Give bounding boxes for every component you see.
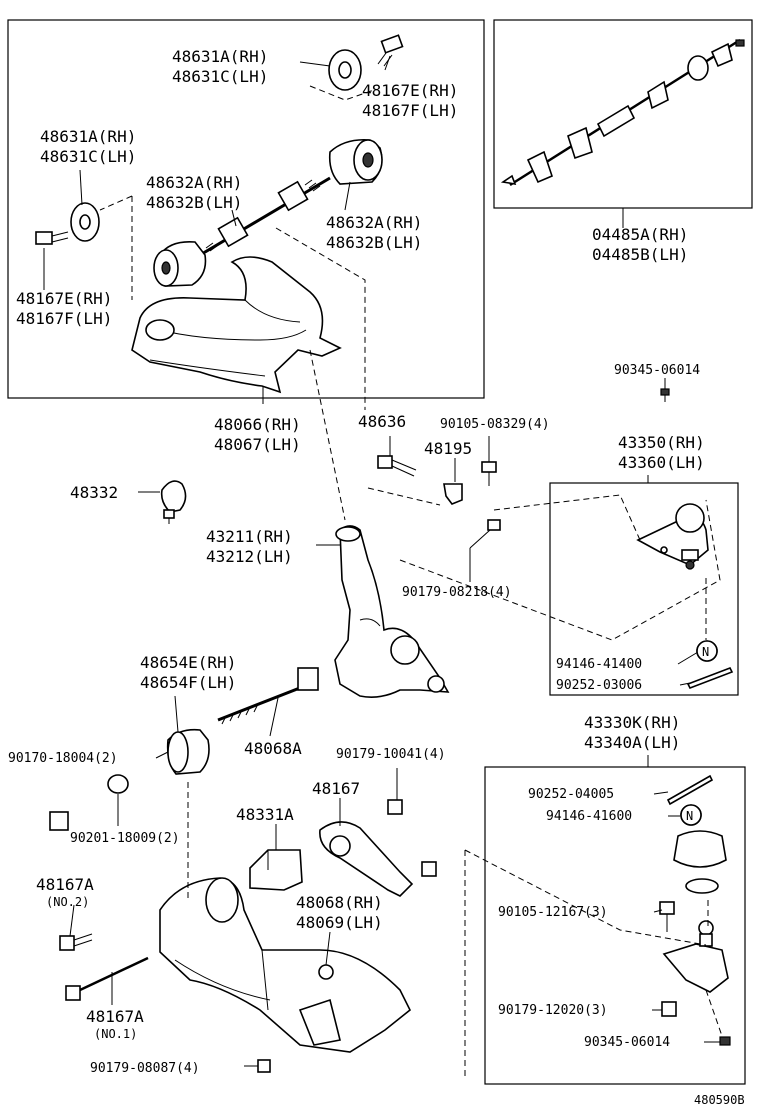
label-90179-10041: 90179-10041(4) — [336, 747, 446, 762]
label-90105-12167: 90105-12167(3) — [498, 905, 608, 920]
label-48631C-lh-top: 48631C(LH) — [172, 67, 268, 86]
label-48636: 48636 — [358, 412, 406, 431]
washer-90201-18009-part — [107, 774, 129, 794]
label-48167F-lh-left: 48167F(LH) — [16, 309, 112, 328]
label-48332: 48332 — [70, 483, 118, 502]
label-90105-08329: 90105-08329(4) — [440, 417, 550, 432]
nut-marker-circle-upper — [696, 640, 718, 662]
figure-code: 480590B — [694, 1093, 745, 1107]
label-90345-06014-top: 90345-06014 — [614, 363, 700, 378]
label-48654F-lh: 48654F(LH) — [140, 673, 236, 692]
label-43211-rh: 43211(RH) — [206, 527, 293, 546]
nut-small-right-part — [421, 861, 437, 877]
plate-48195-part — [443, 483, 463, 505]
cotter-pin-part — [686, 666, 734, 690]
assembly-dashed-lines — [99, 85, 723, 1080]
upper-ball-joint-group-box — [549, 482, 739, 696]
upper-arm-group-box — [7, 19, 485, 399]
label-48631A-rh-left: 48631A(RH) — [40, 127, 136, 146]
label-48167A-no2: 48167A — [36, 875, 94, 894]
lower-arm-bolt-48068A-part — [217, 667, 319, 725]
lower-ball-joint-part — [662, 920, 729, 993]
label-90201-18009: 90201-18009(2) — [70, 831, 180, 846]
label-94146-41400: 94146-41400 — [556, 657, 642, 672]
label-90252-04005: 90252-04005 — [528, 787, 614, 802]
nut-90170-18004-part — [49, 811, 69, 831]
label-94146-41600: 94146-41600 — [546, 809, 632, 824]
bolt-48167A-no2-part — [59, 933, 93, 951]
lower-control-arm-part — [159, 877, 412, 1053]
label-90170-18004: 90170-18004(2) — [8, 751, 118, 766]
upper-bushing-left-part — [153, 240, 207, 287]
upper-arm-shaft-part — [199, 176, 331, 257]
bump-stopper-48331A-part — [249, 849, 303, 891]
label-48195: 48195 — [424, 439, 472, 458]
label-48632A-rh-right: 48632A(RH) — [326, 213, 422, 232]
label-48632A-rh-mid: 48632A(RH) — [146, 173, 242, 192]
label-43340A-lh: 43340A(LH) — [584, 733, 680, 752]
bolt-90345-06014-lower-part — [719, 1036, 731, 1046]
nut-marker-lower: N — [686, 809, 693, 823]
small-bolt-90345-part — [660, 388, 670, 402]
label-no2: (NO.2) — [46, 895, 89, 909]
label-48631C-lh-left: 48631C(LH) — [40, 147, 136, 166]
label-43330K-rh: 43330K(RH) — [584, 713, 680, 732]
upper-bolt-part — [377, 34, 404, 67]
upper-bushing-right-part — [328, 138, 383, 185]
label-48654E-rh: 48654E(RH) — [140, 653, 236, 672]
label-90252-03006: 90252-03006 — [556, 678, 642, 693]
rubber-bound-stopper-part — [160, 480, 187, 524]
label-48167A-no1: 48167A — [86, 1007, 144, 1026]
label-90179-08087: 90179-08087(4) — [90, 1061, 200, 1076]
label-48632B-lh-mid: 48632B(LH) — [146, 193, 242, 212]
upper-ball-joint-part — [636, 503, 709, 570]
label-48631A-rh-top: 48631A(RH) — [172, 47, 268, 66]
bolt-90105-12167-part — [659, 901, 675, 932]
label-48632B-lh-right: 48632B(LH) — [326, 233, 422, 252]
label-48167E-rh-top: 48167E(RH) — [362, 81, 458, 100]
label-90179-12020: 90179-12020(3) — [498, 1003, 608, 1018]
label-48068A: 48068A — [244, 739, 302, 758]
strut-bar-48167-part — [319, 821, 414, 897]
label-48067-lh: 48067(LH) — [214, 435, 301, 454]
steering-knuckle-part — [334, 525, 450, 698]
bolt-48167A-no1-part — [65, 956, 149, 1001]
upper-control-arm-part — [131, 256, 342, 394]
dust-boot-part — [673, 830, 727, 894]
leader-lines — [43, 55, 720, 1067]
label-48167F-lh-top: 48167F(LH) — [362, 101, 458, 120]
left-bolt-part — [35, 231, 69, 245]
nut-marker-circle-lower — [680, 804, 702, 826]
bolt-48636-part — [377, 455, 417, 477]
label-04485A-rh: 04485A(RH) — [592, 225, 688, 244]
label-48066-rh: 48066(RH) — [214, 415, 301, 434]
nut-90179-10041-part — [387, 799, 403, 815]
lower-arm-bushing-part — [166, 728, 210, 775]
label-48069-lh: 48069(LH) — [296, 913, 383, 932]
part-labels: 48631A(RH) 48631C(LH) 48167E(RH) 48167F(… — [8, 47, 745, 1107]
cotter-pin-lower-part — [666, 774, 714, 806]
label-04485B-lh: 04485B(LH) — [592, 245, 688, 264]
nut-90179-08218-part — [487, 519, 501, 531]
drive-shaft-part — [500, 38, 745, 187]
bolt-90105-08329-part — [481, 461, 497, 486]
upper-arm-parts — [35, 34, 404, 394]
label-43212-lh: 43212(LH) — [206, 547, 293, 566]
nut-90179-12020-part — [661, 1001, 677, 1017]
label-48068-rh: 48068(RH) — [296, 893, 383, 912]
nut-marker-upper: N — [702, 645, 709, 659]
label-48167: 48167 — [312, 779, 360, 798]
nut-90179-08087-part — [257, 1059, 271, 1073]
label-90179-08218: 90179-08218(4) — [402, 585, 512, 600]
lower-ball-joint-group-box — [484, 766, 746, 1085]
label-no1: (NO.1) — [94, 1027, 137, 1041]
label-43360-lh: 43360(LH) — [618, 453, 705, 472]
label-90345-06014-bottom: 90345-06014 — [584, 1035, 670, 1050]
label-43350-rh: 43350(RH) — [618, 433, 705, 452]
label-48167E-rh-left: 48167E(RH) — [16, 289, 112, 308]
label-48331A: 48331A — [236, 805, 294, 824]
